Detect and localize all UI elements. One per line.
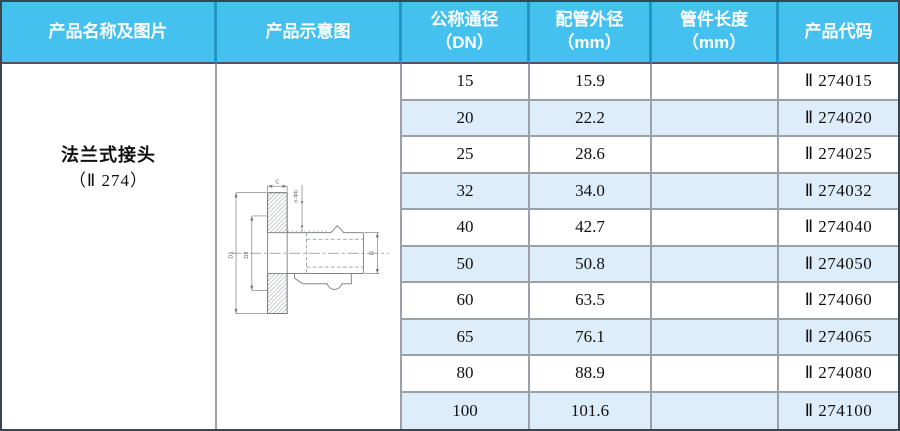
header-title: 产品名称及图片 — [48, 21, 168, 41]
row-5-dn-cell: 40 — [402, 210, 530, 247]
row-7-dn-cell: 60 — [402, 283, 530, 320]
row-2-code-cell: Ⅱ 274020 — [779, 100, 898, 137]
header-product-diagram: 产品示意图 — [217, 2, 402, 64]
dim-label-bolt-holes: n-Φb — [293, 190, 299, 202]
dim-label-pipe-od: D — [369, 251, 375, 255]
row-6-od-cell: 50.8 — [530, 246, 652, 283]
row-4-dn-cell: 32 — [402, 173, 530, 210]
row-9-code-cell: Ⅱ 274080 — [779, 356, 898, 393]
header-title: 管件长度 — [680, 10, 748, 30]
row-2-od-cell: 22.2 — [530, 100, 652, 137]
row-9-length-cell — [652, 356, 779, 393]
row-9-od-cell: 88.9 — [530, 356, 652, 393]
row-8-dn-cell: 65 — [402, 319, 530, 356]
header-nominal-diameter: 公称通径 （DN） — [402, 2, 530, 64]
row-1-code-cell: Ⅱ 274015 — [779, 64, 898, 101]
header-title: 公称通径 — [430, 10, 499, 30]
row-6-length-cell — [652, 246, 779, 283]
row-8-code-cell: Ⅱ 274065 — [779, 319, 898, 356]
row-1-dn-cell: 15 — [402, 64, 530, 101]
row-10-code-cell: Ⅱ 274100 — [779, 392, 898, 429]
row-6-code-cell: Ⅱ 274050 — [779, 246, 898, 283]
row-5-code-cell: Ⅱ 274040 — [779, 210, 898, 247]
flange-fitting-technical-drawing: C n-Φb D1 D2 D — [228, 179, 388, 314]
header-unit: （mm） — [681, 33, 747, 52]
header-title: 产品代码 — [804, 21, 873, 41]
row-6-dn-cell: 50 — [402, 246, 530, 283]
row-3-dn-cell: 25 — [402, 137, 530, 174]
header-title: 产品示意图 — [265, 21, 351, 41]
dim-label-bolt-circle: D2 — [244, 251, 250, 258]
dimension-arrows — [234, 184, 379, 314]
row-3-od-cell: 28.6 — [530, 137, 652, 174]
header-unit: （DN） — [435, 33, 494, 52]
header-title: 配管外径 — [555, 10, 624, 30]
row-7-length-cell — [652, 283, 779, 320]
row-7-code-cell: Ⅱ 274060 — [779, 283, 898, 320]
flange-outline — [266, 192, 364, 314]
dimension-lines — [235, 185, 379, 314]
row-10-length-cell — [652, 392, 779, 429]
product-name-cell: 法兰式接头 （Ⅱ 274） — [2, 64, 217, 429]
row-9-dn-cell: 80 — [402, 356, 530, 393]
dim-label-flange-width: C — [275, 179, 279, 185]
product-series: （Ⅱ 274） — [68, 171, 149, 190]
header-pipe-outer-diameter: 配管外径 （mm） — [530, 2, 652, 64]
row-7-od-cell: 63.5 — [530, 283, 652, 320]
product-name: 法兰式接头 — [61, 145, 156, 165]
dim-label-flange-od: D1 — [228, 251, 234, 258]
row-2-dn-cell: 20 — [402, 100, 530, 137]
row-8-length-cell — [652, 319, 779, 356]
header-fitting-length: 管件长度 （mm） — [652, 2, 779, 64]
row-5-length-cell — [652, 210, 779, 247]
row-2-length-cell — [652, 100, 779, 137]
row-4-od-cell: 34.0 — [530, 173, 652, 210]
row-3-length-cell — [652, 137, 779, 174]
row-4-code-cell: Ⅱ 274032 — [779, 173, 898, 210]
header-product-code: 产品代码 — [779, 2, 898, 64]
row-4-length-cell — [652, 173, 779, 210]
header-product-name-image: 产品名称及图片 — [2, 2, 217, 64]
row-10-dn-cell: 100 — [402, 392, 530, 429]
product-diagram-cell: C n-Φb D1 D2 D — [217, 64, 402, 429]
header-unit: （mm） — [557, 33, 622, 52]
row-8-od-cell: 76.1 — [530, 319, 652, 356]
row-5-od-cell: 42.7 — [530, 210, 652, 247]
row-10-od-cell: 101.6 — [530, 392, 652, 429]
row-1-od-cell: 15.9 — [530, 64, 652, 101]
row-1-length-cell — [652, 64, 779, 101]
row-3-code-cell: Ⅱ 274025 — [779, 137, 898, 174]
